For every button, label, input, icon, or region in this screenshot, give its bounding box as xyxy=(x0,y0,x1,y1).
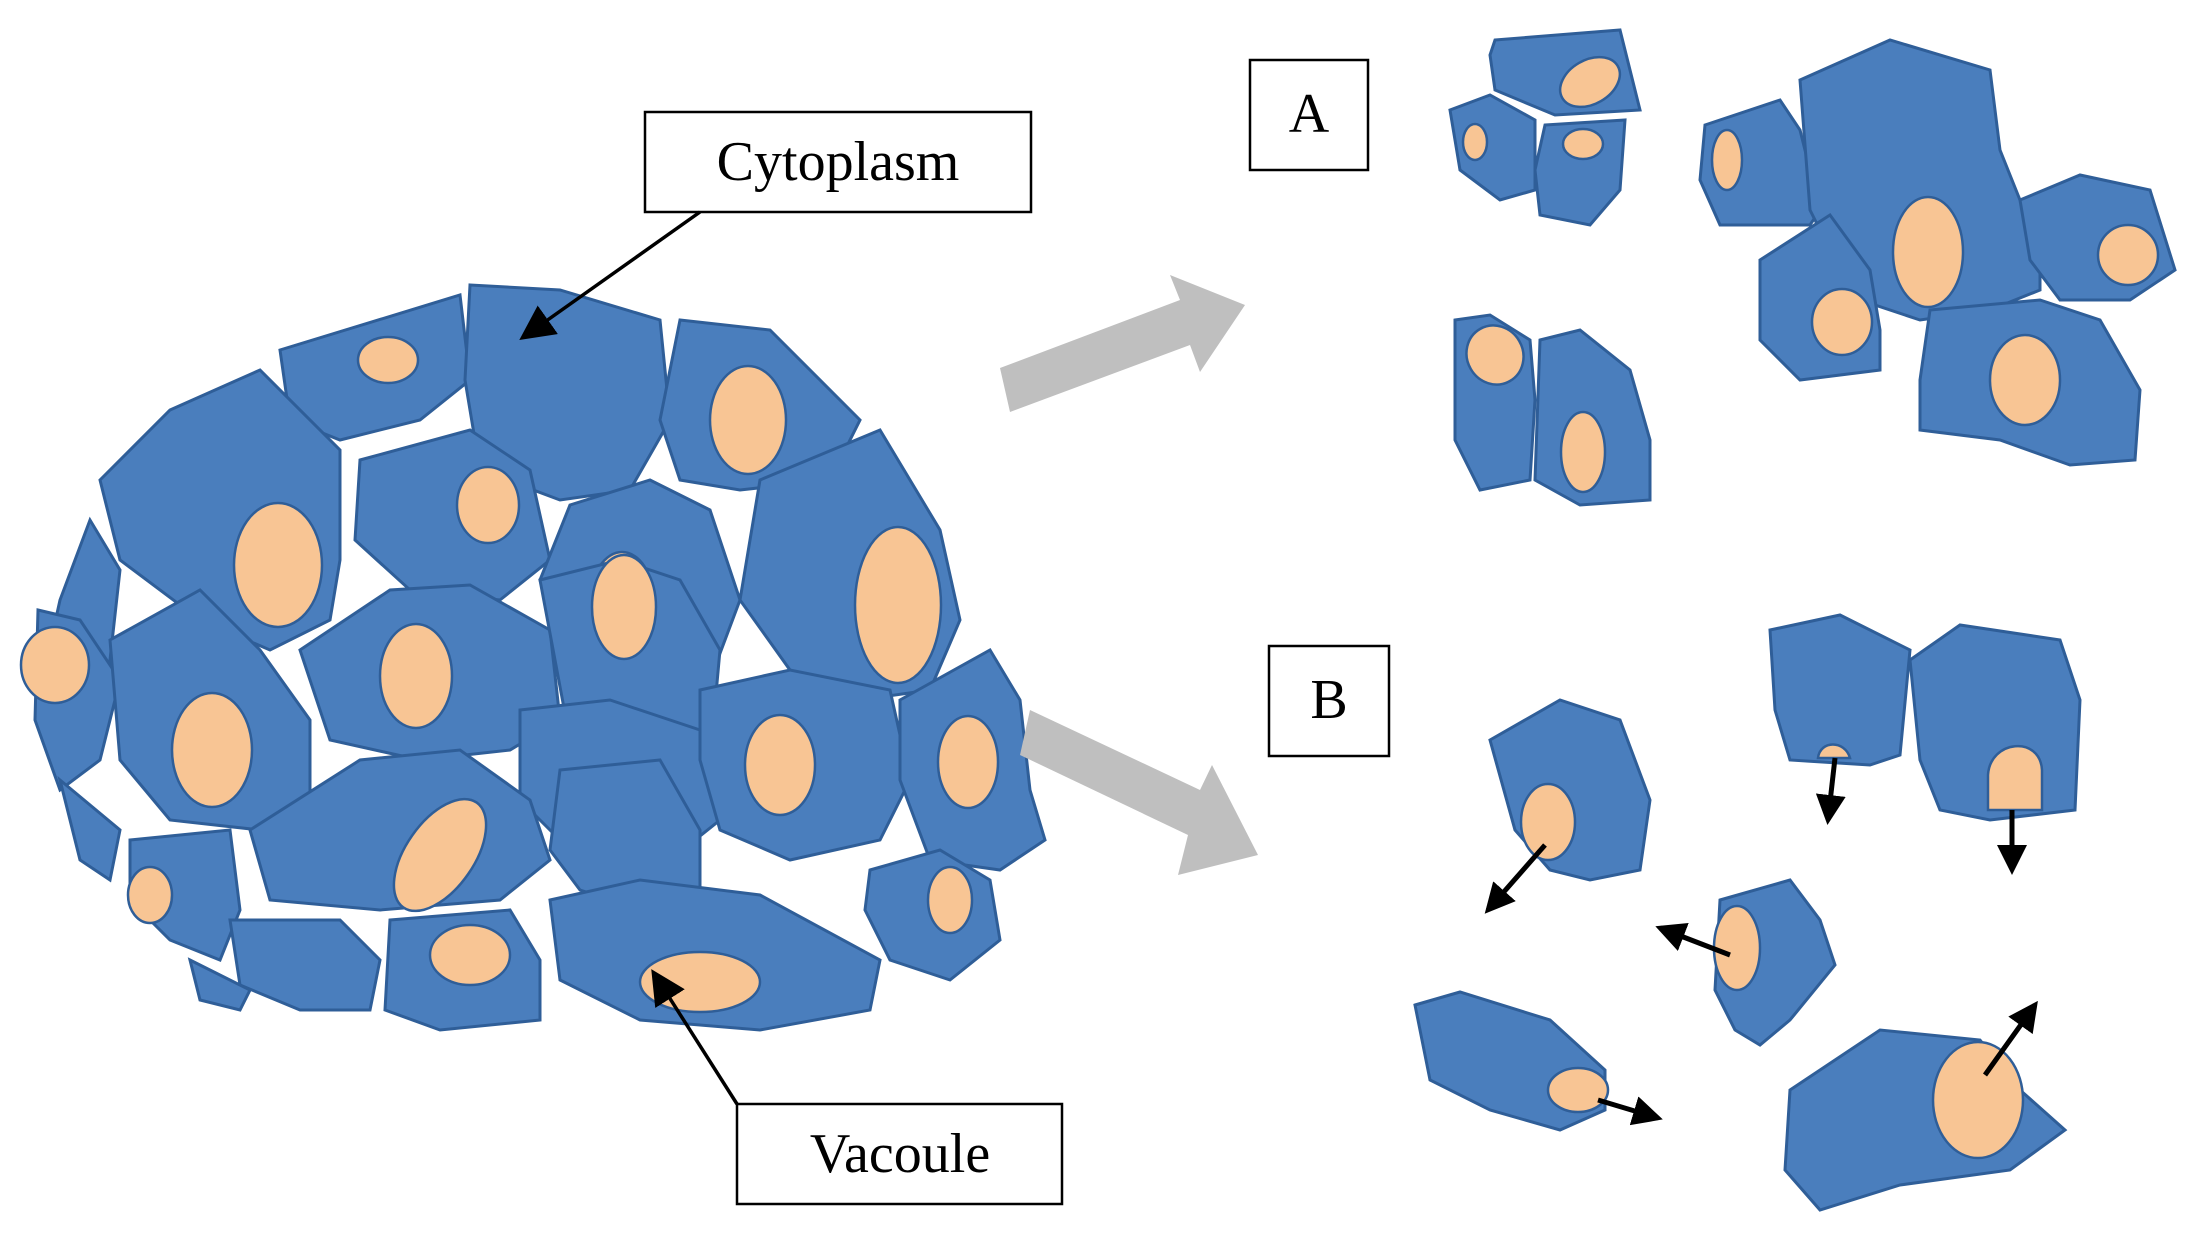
vacuole xyxy=(1891,195,1965,309)
vacuole xyxy=(1558,55,1622,109)
pointer-cytoplasm xyxy=(519,210,702,341)
vacuole xyxy=(378,622,454,730)
vacuole xyxy=(1546,1066,1610,1114)
panel-a-box xyxy=(1248,58,1370,172)
panel-a-text: A xyxy=(1289,83,1330,145)
vacuole xyxy=(708,364,788,476)
vacuole xyxy=(356,335,420,385)
label-vacuole-box xyxy=(735,1102,1064,1206)
vacuole xyxy=(1712,904,1762,992)
vacuole xyxy=(232,501,324,629)
panel-b-label: B xyxy=(1267,644,1391,758)
vacuole xyxy=(1810,287,1874,357)
label-cytoplasm-box xyxy=(643,110,1033,214)
vacuole xyxy=(126,865,174,925)
panel-b-cells xyxy=(1413,613,2082,1212)
cell xyxy=(187,957,253,1012)
cell xyxy=(1448,93,1537,202)
movement-arrow xyxy=(1815,757,1846,825)
cell xyxy=(57,775,122,883)
vacuole xyxy=(2096,223,2160,287)
vacuole xyxy=(1986,744,2044,812)
vacuole xyxy=(590,553,658,661)
movement-arrow xyxy=(1655,923,1731,958)
panel-a-cells xyxy=(1448,28,2177,507)
movement-arrow xyxy=(1484,843,1547,914)
movement-arrow xyxy=(1597,1096,1663,1126)
vacuole xyxy=(1461,122,1489,162)
label-vacuole: Vacoule xyxy=(735,1102,1064,1206)
movement-arrow xyxy=(1982,1000,2038,1077)
label-cytoplasm: Cytoplasm xyxy=(643,110,1033,214)
vacuole xyxy=(1465,324,1525,386)
panel-a-label: A xyxy=(1248,58,1370,172)
vacuole xyxy=(1710,128,1744,192)
cell xyxy=(248,748,552,912)
vacuole xyxy=(1559,410,1607,494)
label-cytoplasm-text: Cytoplasm xyxy=(717,131,960,193)
process-arrow-b xyxy=(1020,710,1258,875)
vacuole xyxy=(1931,1040,2025,1160)
process-arrow-a xyxy=(1000,275,1245,412)
label-vacuole-text: Vacoule xyxy=(810,1123,990,1185)
cell xyxy=(1488,698,1652,882)
block-arrow-icon xyxy=(1020,710,1258,875)
vacuole xyxy=(392,797,488,913)
vacuole xyxy=(170,691,254,809)
vacuole xyxy=(936,714,1000,810)
vacuole xyxy=(853,525,943,685)
vacuole xyxy=(1988,333,2062,427)
vacuole xyxy=(1519,782,1577,862)
intact-tissue xyxy=(19,283,1047,1032)
vacuole xyxy=(743,713,817,817)
cell xyxy=(1768,613,1912,767)
pointer-vacuole xyxy=(651,969,739,1105)
cell xyxy=(1783,1028,2068,1212)
vacuole xyxy=(455,465,521,545)
vacuole xyxy=(428,923,512,987)
block-arrow-icon xyxy=(1000,275,1245,412)
panel-b-box xyxy=(1267,644,1391,758)
vacuole xyxy=(1561,127,1605,161)
vacuole xyxy=(926,865,974,935)
panel-b-text: B xyxy=(1310,669,1347,731)
vacuole xyxy=(1816,743,1852,760)
vacuole xyxy=(19,625,91,705)
